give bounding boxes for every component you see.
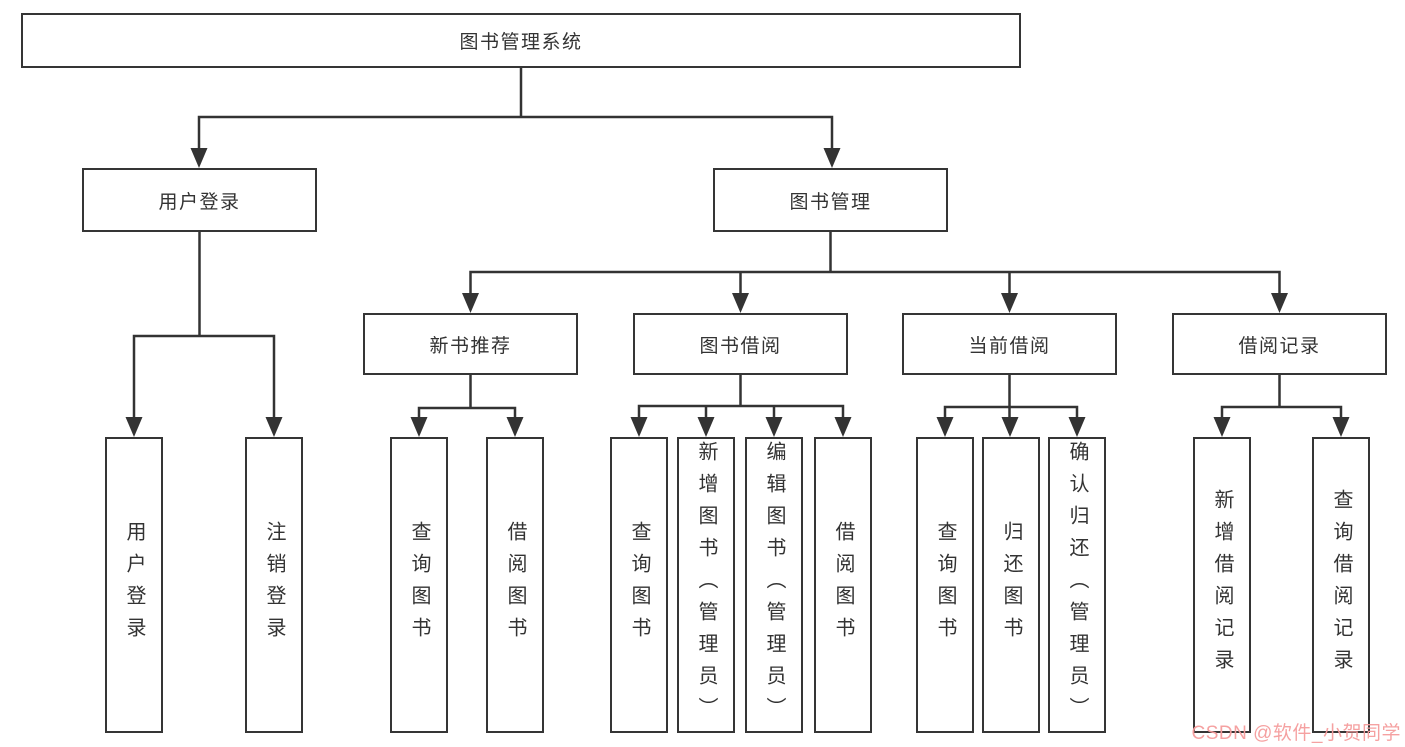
leaf-query-books-borrowing: 查询图书 — [610, 437, 668, 733]
leaf-user-login: 用户登录 — [105, 437, 163, 733]
node-label: 借阅图书 — [832, 521, 854, 649]
node-label: 查询借阅记录 — [1330, 489, 1352, 681]
connector-paths — [132, 68, 1343, 433]
node-label: 用户登录 — [123, 521, 145, 649]
node-label: 借阅图书 — [504, 521, 526, 649]
leaf-query-books-recommend: 查询图书 — [390, 437, 448, 733]
node-label: 确认归还（管理员） — [1066, 441, 1088, 729]
node-book-borrowing: 图书借阅 — [633, 313, 848, 375]
leaf-edit-books-admin: 编辑图书（管理员） — [745, 437, 803, 733]
node-user-login: 用户登录 — [82, 168, 317, 232]
leaf-logout: 注销登录 — [245, 437, 303, 733]
leaf-confirm-return-admin: 确认归还（管理员） — [1048, 437, 1106, 733]
node-label: 新增图书（管理员） — [695, 441, 717, 729]
node-label: 查询图书 — [408, 521, 430, 649]
node-label: 归还图书 — [1000, 521, 1022, 649]
leaf-borrow-books-borrowing: 借阅图书 — [814, 437, 872, 733]
node-label: 编辑图书（管理员） — [763, 441, 785, 729]
arrowheads — [125, 148, 1350, 437]
node-label: 借阅记录 — [1238, 335, 1321, 357]
node-borrowing-records: 借阅记录 — [1172, 313, 1387, 375]
node-book-management: 图书管理 — [713, 168, 948, 232]
node-label: 用户登录 — [158, 191, 241, 213]
leaf-return-books: 归还图书 — [982, 437, 1040, 733]
node-label: 图书管理系统 — [459, 32, 583, 53]
leaf-add-books-admin: 新增图书（管理员） — [677, 437, 735, 733]
leaf-add-borrow-record: 新增借阅记录 — [1193, 437, 1251, 733]
leaf-borrow-books-recommend: 借阅图书 — [486, 437, 544, 733]
node-label: 当前借阅 — [968, 335, 1051, 357]
watermark: CSDN @软件_小贺同学 — [1191, 723, 1401, 744]
node-label: 查询图书 — [628, 521, 650, 649]
node-current-borrowing: 当前借阅 — [902, 313, 1117, 375]
node-label: 注销登录 — [263, 521, 285, 649]
node-label: 图书管理 — [789, 191, 872, 213]
node-new-book-recommend: 新书推荐 — [363, 313, 578, 375]
node-label: 新增借阅记录 — [1211, 489, 1233, 681]
node-label: 图书借阅 — [699, 335, 782, 357]
node-label: 新书推荐 — [429, 335, 512, 357]
node-library-management-system: 图书管理系统 — [21, 13, 1021, 68]
node-label: 查询图书 — [934, 521, 956, 649]
leaf-query-books-current: 查询图书 — [916, 437, 974, 733]
leaf-query-borrow-record: 查询借阅记录 — [1312, 437, 1370, 733]
